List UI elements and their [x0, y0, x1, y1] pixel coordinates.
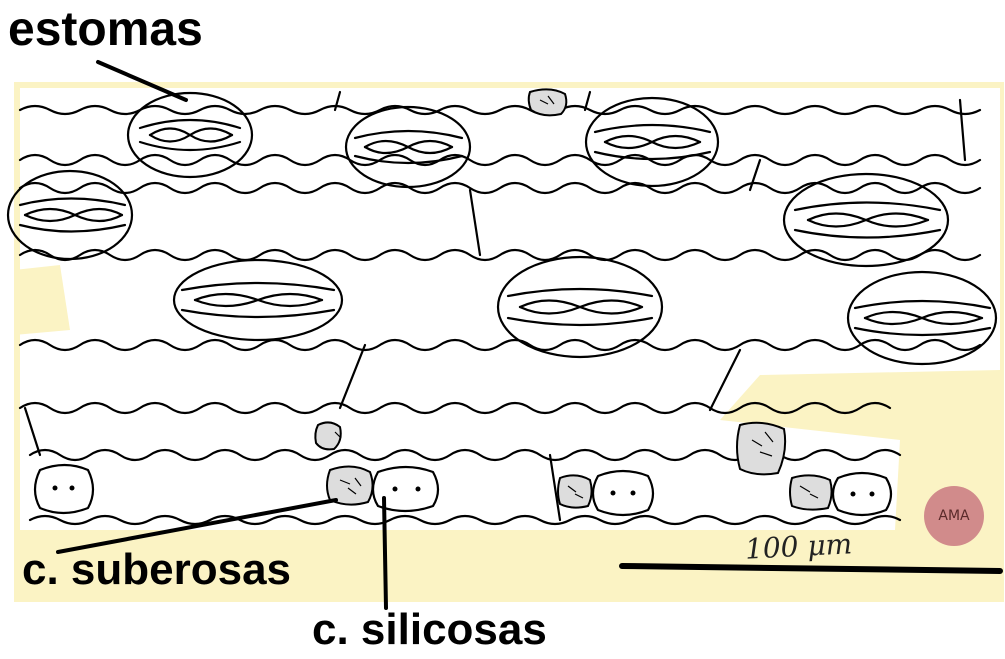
cell-wall-row: [18, 248, 982, 262]
cell-wall-vertical: [583, 90, 592, 112]
stoma: [782, 172, 950, 268]
scale-bar: [619, 563, 1003, 574]
cell-wall-vertical: [338, 343, 367, 410]
cell-wall-vertical: [708, 348, 742, 412]
cell-wall-row: [28, 514, 902, 526]
tissue-area: [20, 88, 1000, 530]
stoma: [846, 270, 998, 366]
silica-pointer: [382, 496, 388, 610]
silica-dot: [52, 485, 58, 491]
cell-wall-vertical: [748, 158, 762, 192]
cork-stipple: [334, 95, 819, 499]
silica-dot: [415, 486, 421, 492]
silica-dot: [630, 490, 636, 496]
cork-cell: [326, 465, 374, 506]
cork-cell: [314, 421, 342, 451]
cell-wall-vertical: [468, 188, 482, 257]
tissue-area-left-notch: [14, 265, 70, 335]
cork-cell: [736, 421, 787, 476]
cell-wall-vertical: [333, 90, 342, 112]
stomata-label: estomas: [8, 3, 203, 56]
stoma: [344, 105, 472, 189]
cell-wall-row: [18, 338, 982, 352]
silica-cell: [831, 471, 893, 517]
silica-dot: [610, 490, 616, 496]
stoma: [496, 255, 664, 359]
stoma: [6, 169, 134, 261]
cell-wall-row: [18, 181, 982, 195]
cork-pointer: [56, 498, 338, 554]
cork-cell: [527, 88, 568, 117]
cell-wall-vertical: [958, 98, 967, 162]
author-badge: AMA: [924, 486, 984, 546]
stoma: [172, 258, 344, 342]
silica-cell: [591, 469, 655, 517]
silica-cell: [33, 463, 95, 515]
stoma: [126, 91, 254, 179]
scale-bar-label: 100 μm: [744, 527, 853, 566]
silica-dot: [850, 491, 856, 497]
silica-cells-label: c. silicosas: [312, 605, 547, 654]
cork-cell: [789, 474, 833, 511]
stoma: [584, 96, 720, 188]
cell-wall-row: [18, 401, 892, 415]
silica-cell: [371, 465, 440, 513]
stomata-pointer: [96, 60, 188, 102]
cell-wall-row: [18, 104, 982, 116]
cell-wall-vertical: [23, 406, 42, 457]
silica-dot: [392, 486, 398, 492]
cork-cells-label: c. suberosas: [22, 545, 292, 594]
silica-dot: [869, 491, 875, 497]
cell-wall-vertical: [548, 453, 562, 522]
silica-dot: [69, 485, 75, 491]
cell-wall-row: [18, 153, 982, 167]
